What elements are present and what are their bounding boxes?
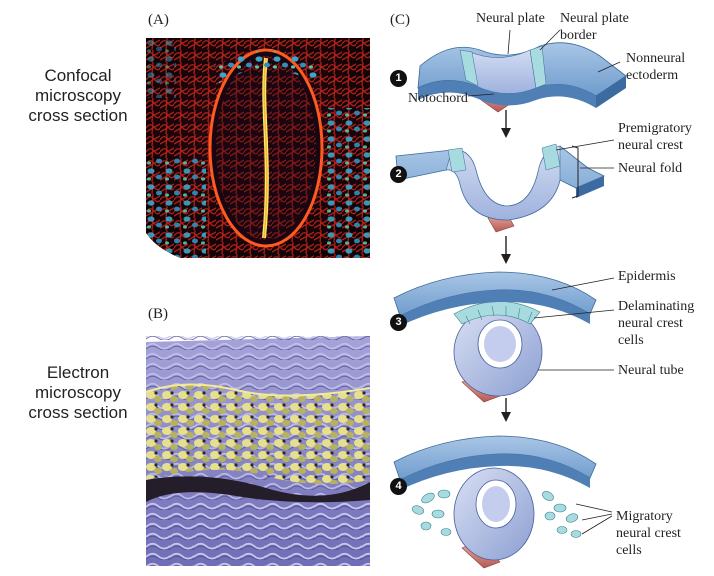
stage-3-drawing xyxy=(393,271,597,403)
label-premigratory-line-2: neural crest xyxy=(618,138,683,153)
label-premigratory-line-1: Premigratory xyxy=(618,121,692,136)
confocal-label-line-3: cross section xyxy=(28,106,128,125)
confocal-label-line-1: Confocal xyxy=(44,66,112,85)
label-neural-plate-border-line-1: Neural plate xyxy=(560,11,629,26)
label-nonneural-ectoderm: Nonneural ectoderm xyxy=(626,50,685,84)
electron-micrograph xyxy=(146,330,370,566)
label-delaminating-line-2: neural crest xyxy=(618,316,683,331)
electron-label-line-3: cross section xyxy=(28,403,128,422)
label-migratory-line-3: cells xyxy=(616,543,642,558)
panel-label-b: (B) xyxy=(148,306,168,322)
label-delaminating-line-3: cells xyxy=(618,333,644,348)
confocal-label: Confocal microscopy cross section xyxy=(8,66,148,126)
label-delaminating-line-1: Delaminating xyxy=(618,299,695,314)
label-premigratory: Premigratory neural crest xyxy=(618,120,692,154)
label-neural-plate-border-line-2: border xyxy=(560,28,597,43)
label-migratory: Migratory neural crest cells xyxy=(616,508,681,559)
step-3-badge: 3 xyxy=(390,314,407,331)
label-neural-plate: Neural plate xyxy=(476,11,545,26)
label-neural-plate-border: Neural plate border xyxy=(560,10,629,44)
step-2-badge: 2 xyxy=(390,166,407,183)
label-migratory-line-2: neural crest xyxy=(616,526,681,541)
panel-label-c: (C) xyxy=(390,12,410,28)
label-delaminating: Delaminating neural crest cells xyxy=(618,298,694,349)
electron-label-line-1: Electron xyxy=(46,363,110,382)
step-1-badge: 1 xyxy=(390,70,407,87)
label-notochord: Notochord xyxy=(408,91,468,106)
panel-label-a: (A) xyxy=(148,12,169,28)
label-epidermis: Epidermis xyxy=(618,269,676,284)
label-migratory-line-1: Migratory xyxy=(616,509,673,524)
stage-1-drawing xyxy=(417,42,627,113)
label-neural-fold: Neural fold xyxy=(618,161,683,176)
step-4-badge: 4 xyxy=(390,478,407,495)
leader-lines xyxy=(467,29,621,535)
label-neural-tube: Neural tube xyxy=(618,363,684,378)
label-nonneural-ectoderm-line-2: ectoderm xyxy=(626,68,679,83)
confocal-label-line-2: microscopy xyxy=(35,86,121,105)
electron-label-line-2: microscopy xyxy=(35,383,121,402)
stage-arrows xyxy=(501,110,511,422)
stage-2-drawing xyxy=(395,143,605,233)
stage-4-drawing xyxy=(393,435,597,569)
label-nonneural-ectoderm-line-1: Nonneural xyxy=(626,51,686,66)
confocal-micrograph xyxy=(146,38,370,258)
electron-label: Electron microscopy cross section xyxy=(8,363,148,423)
